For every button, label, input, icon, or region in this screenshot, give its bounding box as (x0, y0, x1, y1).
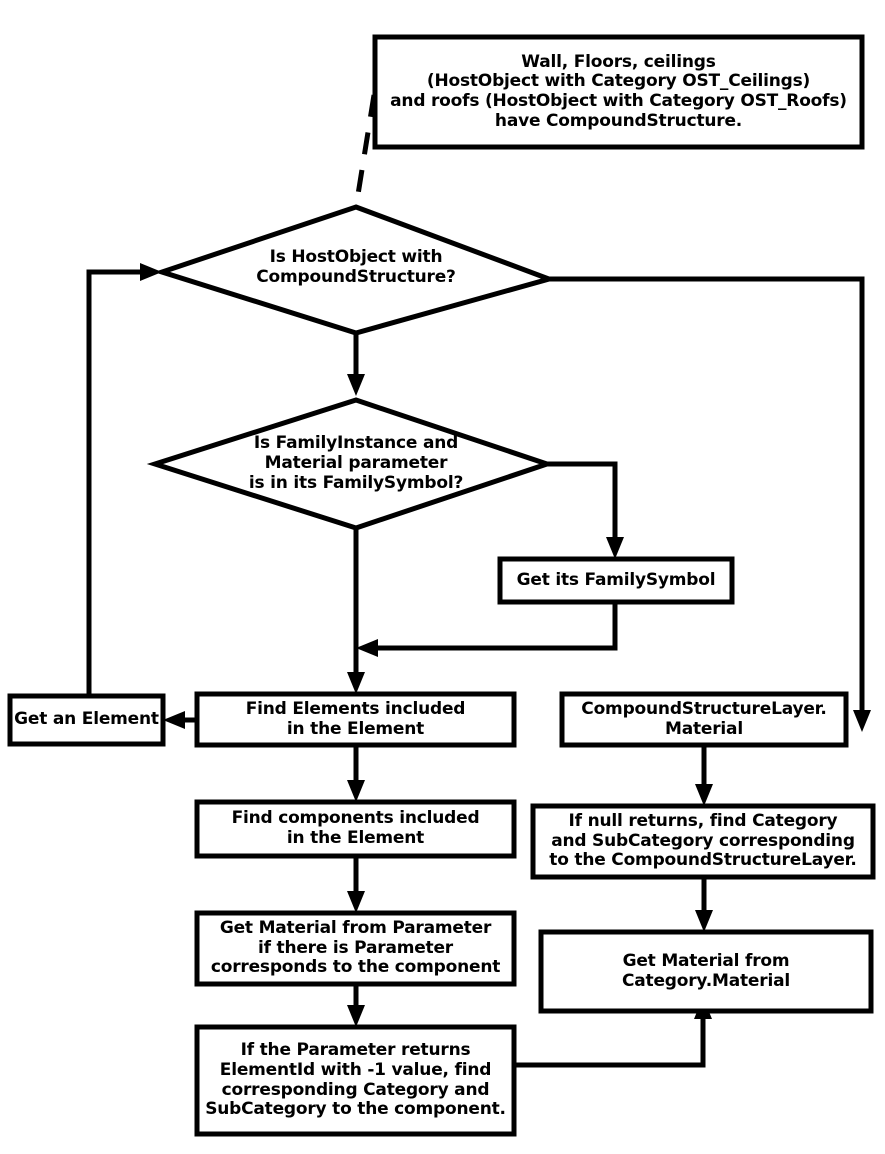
decision-hostobject-shape (153, 204, 558, 336)
decision-familyinstance-shape (146, 397, 555, 531)
note-host-object-box (372, 34, 865, 150)
get-material-from-category-box (538, 929, 874, 1014)
edge-note-to-decision-hostobject (353, 94, 377, 208)
get-material-from-parameter-box (194, 910, 517, 987)
compound-structure-layer-material-box (559, 691, 849, 748)
edge-get-family-symbol-to-trunk (370, 602, 618, 651)
arrow-head-into-get-an-element (163, 711, 185, 729)
arrow-head-into-get-family-symbol (606, 537, 624, 559)
edge-decision-familyinstance-right-to-get-family-symbol (547, 461, 618, 545)
arrow-head-into-if-parameter-returns (347, 1005, 365, 1027)
if-parameter-returns-box (194, 1024, 517, 1137)
get-an-element-box (7, 693, 166, 747)
arrow-head-decision1-down (347, 374, 365, 396)
arrow-head-into-if-null-returns (695, 784, 713, 806)
arrow-head-into-compound-layer (853, 710, 871, 732)
arrow-head-into-get-material-parameter (347, 891, 365, 913)
if-null-returns-box (530, 803, 876, 880)
arrow-head-familysymbol-to-trunk (356, 639, 378, 657)
arrow-head-into-get-material-category (695, 910, 713, 932)
find-elements-box (194, 691, 517, 748)
find-components-box (194, 799, 517, 859)
edge-if-parameter-returns-to-get-material-category (512, 1011, 706, 1068)
arrow-head-into-decision-hostobject-left (140, 263, 162, 281)
edge-decision-hostobject-right-to-compound-layer (549, 276, 865, 718)
edge-get-an-element-to-decision-hostobject (86, 269, 148, 696)
arrow-head-into-find-components (347, 780, 365, 802)
arrow-head-into-find-elements (347, 672, 365, 694)
get-family-symbol-box (497, 556, 735, 605)
